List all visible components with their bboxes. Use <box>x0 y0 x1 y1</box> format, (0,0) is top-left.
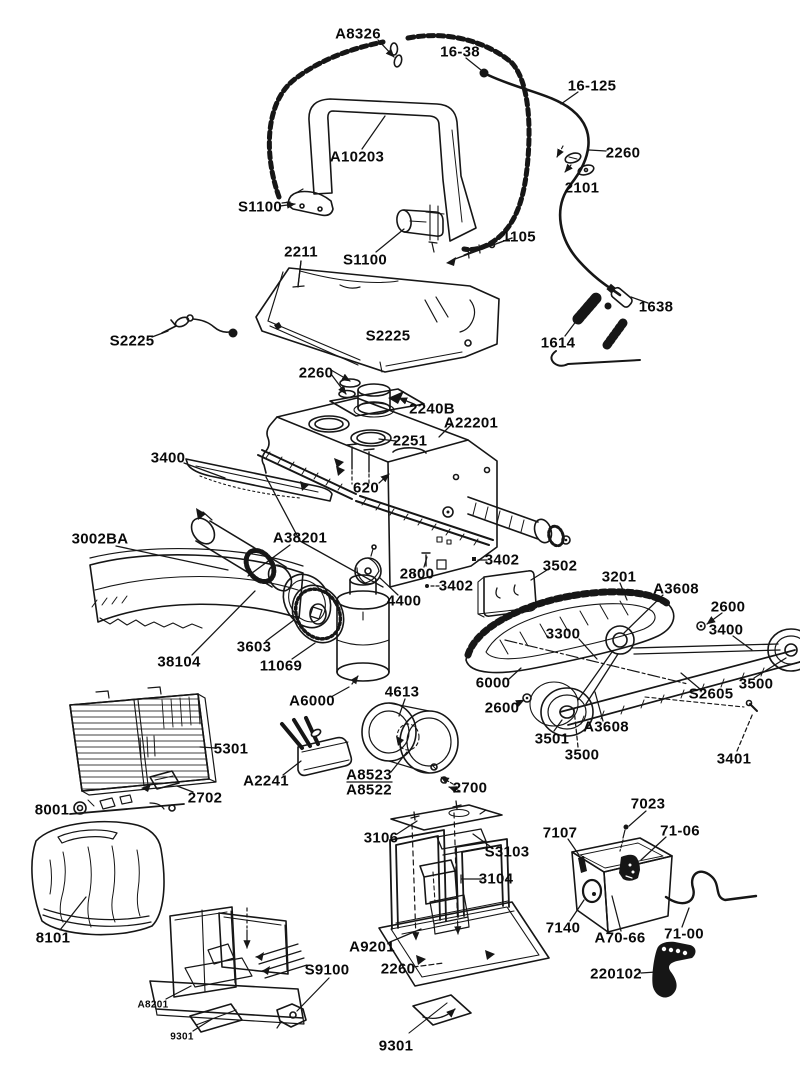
hood-art <box>255 260 500 373</box>
part-label-3603: 3603 <box>236 638 272 656</box>
power-supply-art <box>571 824 758 998</box>
connector-block-art <box>280 716 353 777</box>
part-label-a8201: A8201 <box>137 999 169 1011</box>
filter-screen-art <box>69 686 217 815</box>
motor-art <box>336 574 390 685</box>
part-label-2260-bottom: 2260 <box>380 960 416 978</box>
part-label-s1100-left: S1100 <box>237 198 283 216</box>
frame-a9201-art <box>378 800 550 1034</box>
part-label-a3608-bottom: A3608 <box>583 718 629 736</box>
side-plate-art <box>185 458 345 502</box>
part-label-1105: 1105 <box>502 228 536 246</box>
power-cable-art <box>479 68 641 367</box>
part-label-2700: 2700 <box>452 779 488 797</box>
part-label-3401: 3401 <box>716 750 752 768</box>
part-label-a70-66: A70-66 <box>594 929 646 947</box>
part-label-3502: 3502 <box>542 557 578 575</box>
handle-assembly-art <box>266 33 532 266</box>
part-label-a8326: A8326 <box>335 25 381 43</box>
part-label-16-38: 16-38 <box>440 43 480 61</box>
pump-housing-art <box>346 702 461 794</box>
part-label-a22201: A22201 <box>443 414 499 432</box>
valve-hardware-art <box>329 378 425 418</box>
part-label-7107: 7107 <box>542 824 578 842</box>
part-label-2800: 2800 <box>399 565 435 583</box>
part-label-s9100: S9100 <box>304 961 350 979</box>
part-label-a10203: A10203 <box>329 148 385 166</box>
part-label-3002ba: 3002BA <box>71 530 129 548</box>
part-label-s2225-hood: S2225 <box>365 327 411 345</box>
part-label-2211: 2211 <box>284 243 318 261</box>
part-label-220102: 220102 <box>590 965 642 983</box>
part-label-s3103: S3103 <box>484 843 530 861</box>
part-label-3300: 3300 <box>545 625 581 643</box>
part-label-s1100-right: S1100 <box>342 251 388 269</box>
part-label-9301-left: 9301 <box>170 1031 194 1043</box>
part-label-1638: 1638 <box>638 298 674 316</box>
hose-tool-art <box>161 314 238 338</box>
part-label-9301-center: 9301 <box>378 1037 414 1055</box>
track-assembly-art <box>464 570 800 737</box>
part-label-a8523: A8523 <box>346 766 392 784</box>
part-label-2101: 2101 <box>564 179 600 197</box>
filter-bag-art <box>31 820 165 936</box>
part-label-3500-right: 3500 <box>738 675 774 693</box>
part-label-8101: 8101 <box>35 929 71 947</box>
part-label-3500-bottom: 3500 <box>564 746 600 764</box>
part-label-s2605: S2605 <box>688 685 734 703</box>
part-label-a2241: A2241 <box>243 772 289 790</box>
part-label-2260-mid: 2260 <box>298 364 334 382</box>
part-label-71-06: 71-06 <box>660 822 700 840</box>
part-label-2600-top: 2600 <box>710 598 746 616</box>
part-label-3201: 3201 <box>601 568 637 586</box>
part-label-8001: 8001 <box>34 801 70 819</box>
part-label-2600-bottom: 2600 <box>484 699 520 717</box>
part-label-1614: 1614 <box>540 334 576 352</box>
leader-lines <box>59 39 787 1032</box>
part-label-71-00: 71-00 <box>664 925 704 943</box>
part-label-3400-right: 3400 <box>708 621 744 639</box>
part-label-a8522: A8522 <box>346 781 392 799</box>
part-label-3402-b: 3402 <box>438 577 474 595</box>
part-label-2702: 2702 <box>187 789 223 807</box>
part-label-38104: 38104 <box>157 653 201 671</box>
part-label-3106: 3106 <box>363 829 399 847</box>
part-label-3104: 3104 <box>478 870 514 888</box>
part-label-a6000: A6000 <box>289 692 335 710</box>
part-label-a38201: A38201 <box>272 529 328 547</box>
roller-assembly-art <box>190 508 345 644</box>
part-label-3400-left: 3400 <box>150 449 186 467</box>
part-label-7023: 7023 <box>630 795 666 813</box>
part-label-3501: 3501 <box>534 730 570 748</box>
part-label-11069: 11069 <box>259 657 303 675</box>
part-label-2260-top: 2260 <box>605 144 641 162</box>
part-label-s2225-left: S2225 <box>109 332 155 350</box>
part-label-4400: 4400 <box>386 592 422 610</box>
part-label-3402-a: 3402 <box>484 551 520 569</box>
part-label-16-125: 16-125 <box>567 77 617 95</box>
part-label-2240b: 2240B <box>409 400 455 418</box>
part-label-620: 620 <box>353 479 379 497</box>
frame-a8201-art <box>149 906 308 1033</box>
part-label-a3608-top: A3608 <box>653 580 699 598</box>
part-label-6000: 6000 <box>475 674 511 692</box>
part-label-2251: 2251 <box>392 432 428 450</box>
part-label-7140: 7140 <box>545 919 581 937</box>
part-label-4613: 4613 <box>384 683 420 701</box>
part-label-a9201: A9201 <box>349 938 395 956</box>
part-label-5301: 5301 <box>213 740 249 758</box>
